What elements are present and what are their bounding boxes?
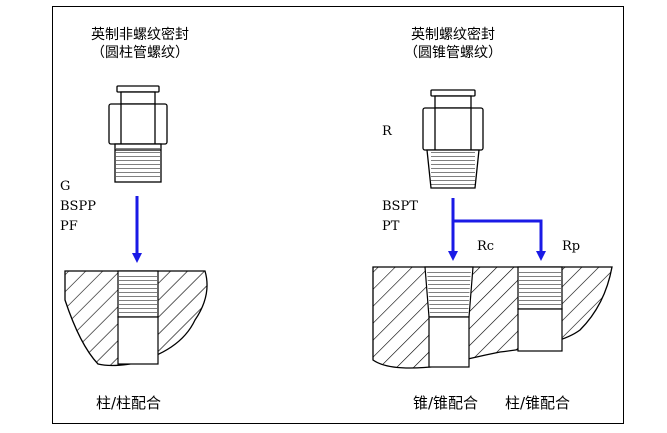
arrow-label-rc: Rc — [477, 239, 495, 254]
left-fitting-icon — [108, 85, 168, 183]
left-title-line1: 英制非螺纹密封 — [91, 27, 189, 43]
right-code-r: R — [382, 124, 392, 139]
right-code-bspt: BSPT — [382, 199, 418, 214]
left-code-pf: PF — [60, 219, 78, 234]
left-fit-label: 柱/柱配合 — [96, 394, 162, 412]
right-thread-codes: BSPT PT — [382, 197, 418, 237]
right-title-line1: 英制螺纹密封 — [411, 27, 495, 43]
left-code-g: G — [60, 179, 71, 194]
right-title: 英制螺纹密封 （圆锥管螺纹） — [383, 26, 523, 62]
right-code-pt: PT — [382, 219, 400, 234]
right-title-line2: （圆锥管螺纹） — [404, 45, 502, 61]
right-arrows — [448, 198, 546, 261]
left-thread-codes: G BSPP PF — [60, 177, 96, 237]
arrow-label-rp: Rp — [562, 239, 581, 254]
left-title-line2: （圆柱管螺纹） — [91, 45, 189, 61]
right-fit-label-1: 锥/锥配合 — [413, 394, 479, 412]
left-block — [64, 270, 208, 367]
right-block — [372, 266, 613, 369]
left-title: 英制非螺纹密封 （圆柱管螺纹） — [70, 26, 210, 62]
right-fitting-icon — [422, 89, 484, 189]
left-code-bspp: BSPP — [60, 199, 96, 214]
right-fit-label-2: 柱/锥配合 — [505, 394, 571, 412]
